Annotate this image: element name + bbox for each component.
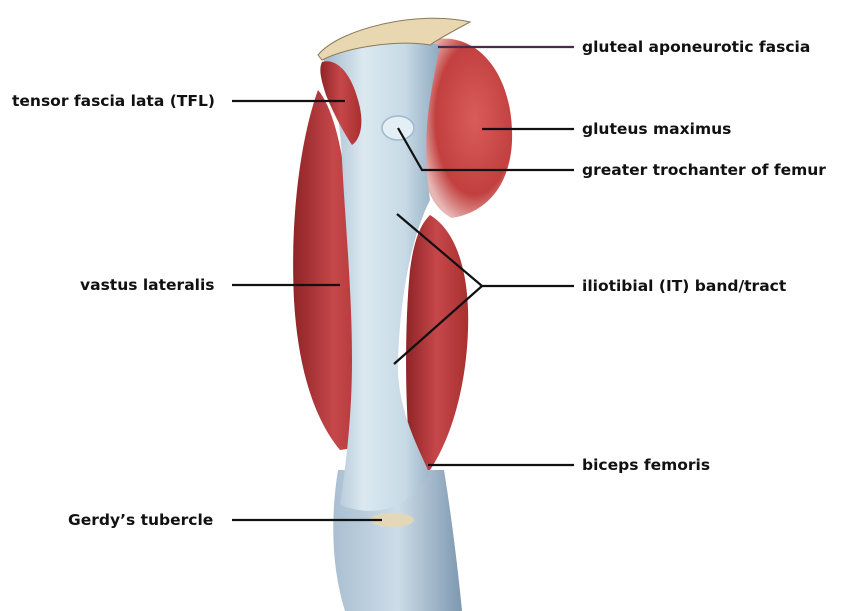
label-biceps-femoris: biceps femoris bbox=[582, 458, 710, 474]
label-tensor-fascia-lata: tensor fascia lata (TFL) bbox=[12, 94, 215, 110]
label-gluteal-aponeurotic-fascia: gluteal aponeurotic fascia bbox=[582, 40, 810, 56]
label-iliotibial-band: iliotibial (IT) band/tract bbox=[582, 279, 786, 295]
label-vastus-lateralis: vastus lateralis bbox=[80, 278, 215, 294]
label-gluteus-maximus: gluteus maximus bbox=[582, 122, 731, 138]
label-gerdys-tubercle: Gerdy’s tubercle bbox=[68, 513, 213, 529]
label-greater-trochanter: greater trochanter of femur bbox=[582, 163, 826, 179]
biceps-femoris-muscle bbox=[406, 215, 468, 470]
